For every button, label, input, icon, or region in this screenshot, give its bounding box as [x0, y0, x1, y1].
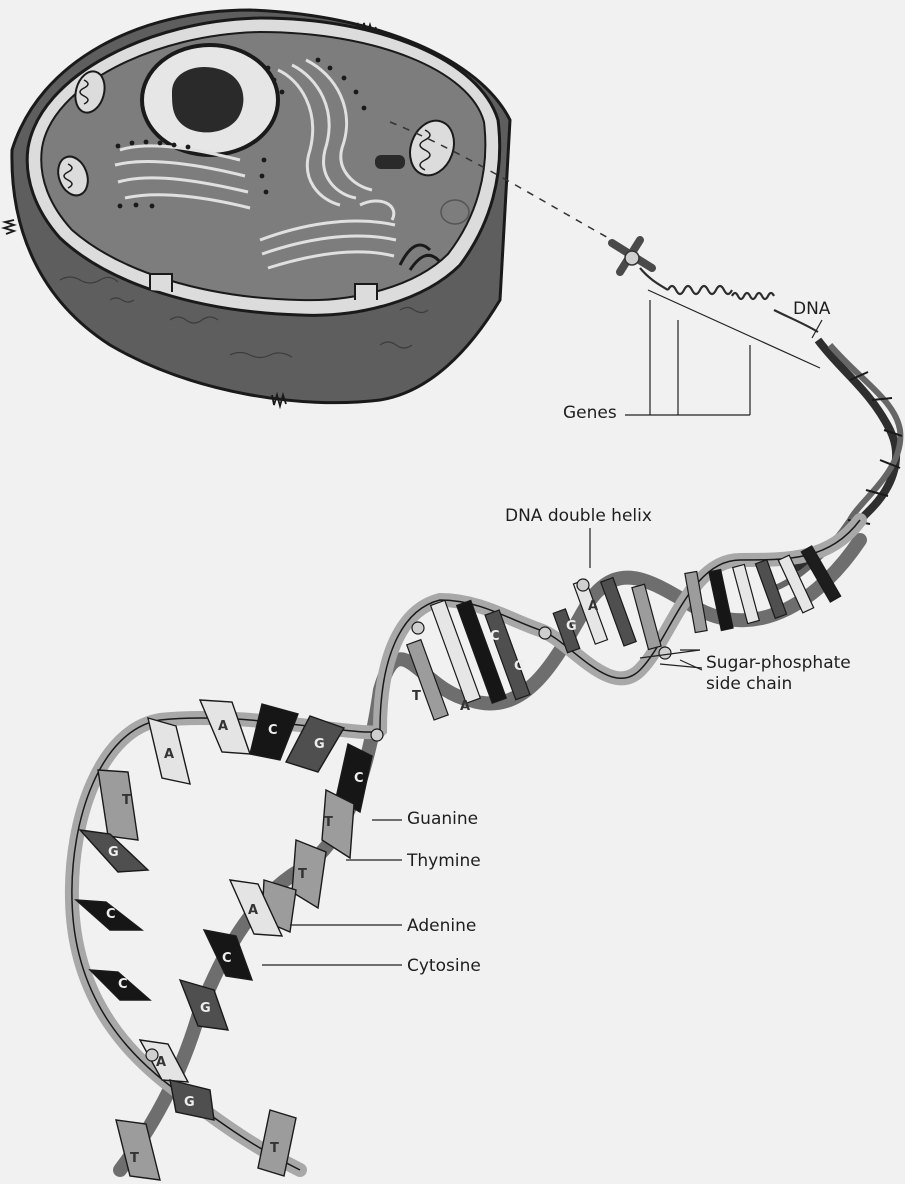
svg-text:T: T [324, 815, 333, 830]
sugar-phosphate-label-line1: Sugar-phosphate [706, 653, 896, 674]
svg-text:A: A [218, 719, 228, 734]
svg-text:C: C [106, 907, 116, 922]
guanine-label: Guanine [407, 809, 478, 830]
svg-text:T: T [122, 793, 131, 808]
dna-double-helix-label: DNA double helix [505, 506, 652, 527]
genes-label: Genes [563, 403, 617, 424]
chromosome [612, 240, 652, 272]
svg-text:C: C [354, 771, 364, 786]
dna-label: DNA [793, 299, 830, 320]
svg-text:G: G [566, 619, 577, 634]
svg-text:A: A [248, 903, 258, 918]
svg-text:C: C [268, 723, 278, 738]
svg-text:G: G [514, 659, 525, 674]
nucleolus [172, 67, 243, 132]
svg-text:A: A [588, 599, 598, 614]
lower-base-pairs [76, 700, 372, 1180]
svg-text:G: G [314, 737, 325, 752]
sugar-phosphate-label-line2: side chain [706, 674, 896, 695]
thymine-label: Thymine [407, 851, 481, 872]
svg-text:C: C [118, 977, 128, 992]
svg-text:T: T [270, 1141, 279, 1156]
svg-text:T: T [412, 689, 421, 704]
cytosine-label: Cytosine [407, 956, 481, 977]
chromatin-coil [640, 268, 818, 332]
svg-text:C: C [222, 951, 232, 966]
svg-text:G: G [184, 1095, 195, 1110]
svg-text:G: G [108, 845, 119, 860]
svg-text:C: C [490, 629, 500, 644]
adenine-label: Adenine [407, 916, 476, 937]
svg-text:T: T [130, 1151, 139, 1166]
double-helix: A C G G A T [72, 520, 860, 1180]
svg-text:A: A [164, 747, 174, 762]
sugar-phosphate-label: Sugar-phosphate side chain [706, 653, 896, 695]
svg-text:A: A [460, 699, 470, 714]
svg-text:G: G [200, 1001, 211, 1016]
svg-text:T: T [298, 867, 307, 882]
lysosome [375, 155, 405, 169]
animal-cell [4, 10, 510, 406]
